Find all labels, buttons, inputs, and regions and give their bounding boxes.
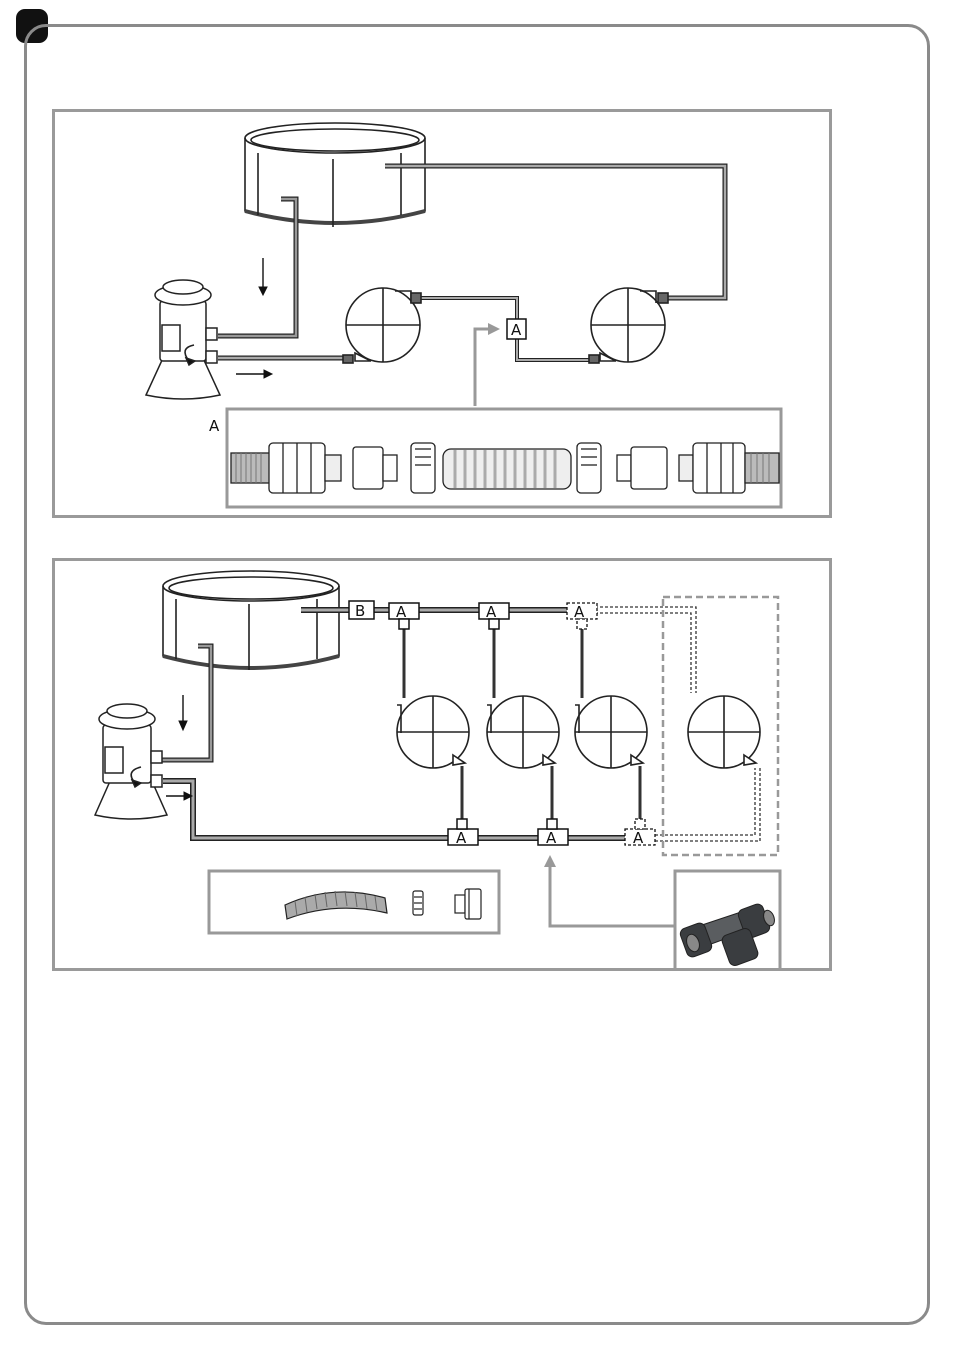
diagram-panel-single: A A xyxy=(52,109,832,518)
solar-heater-4-optional xyxy=(688,696,760,768)
tee-connector-top-2: A xyxy=(479,603,509,629)
pool xyxy=(163,571,339,670)
tee-label: A xyxy=(396,603,407,621)
callout-arrow xyxy=(544,855,675,926)
solar-heater-1 xyxy=(397,696,469,768)
tee-label: A xyxy=(546,829,557,847)
hose-clamp-left xyxy=(411,443,435,493)
adapter-left xyxy=(353,447,383,489)
adapter-right xyxy=(631,447,667,489)
tee-connector-bottom-3-optional: A xyxy=(625,819,655,847)
tee-connector-bottom-1: A xyxy=(448,819,478,847)
solar-heater-1 xyxy=(343,288,421,363)
coupling-nut-right xyxy=(693,443,745,493)
hose-clamp-right xyxy=(577,443,601,493)
solar-heater-3 xyxy=(575,696,647,768)
single-heater-diagram: A A xyxy=(55,112,829,515)
callout-label-a: A xyxy=(209,417,220,435)
connecting-hose xyxy=(443,449,571,489)
tee-label: A xyxy=(633,829,644,847)
filter-pump xyxy=(95,704,167,819)
connector-box-b-label: B xyxy=(355,602,365,620)
hose-end-right xyxy=(745,453,779,483)
tee-connector-bottom-2: A xyxy=(538,819,568,847)
tee-label: A xyxy=(456,829,467,847)
solar-heater-2 xyxy=(487,696,559,768)
filter-pump xyxy=(146,280,220,399)
solar-heater-2 xyxy=(589,288,668,363)
tee-label: A xyxy=(486,603,497,621)
tee-connector-top-1: A xyxy=(389,603,419,629)
callout-arrow xyxy=(475,323,500,406)
flow-arrows xyxy=(166,695,192,800)
tee-connector-top-3-optional: A xyxy=(567,603,597,629)
adapter xyxy=(455,895,465,913)
tee-label: A xyxy=(574,603,585,621)
connector-kit-parts xyxy=(231,443,779,493)
diagram-panel-multiple: B A A A A A A xyxy=(52,558,832,971)
pool xyxy=(245,123,425,227)
multi-heater-diagram: B A A A A A A xyxy=(55,561,829,968)
connector-box-a-label: A xyxy=(511,321,522,339)
